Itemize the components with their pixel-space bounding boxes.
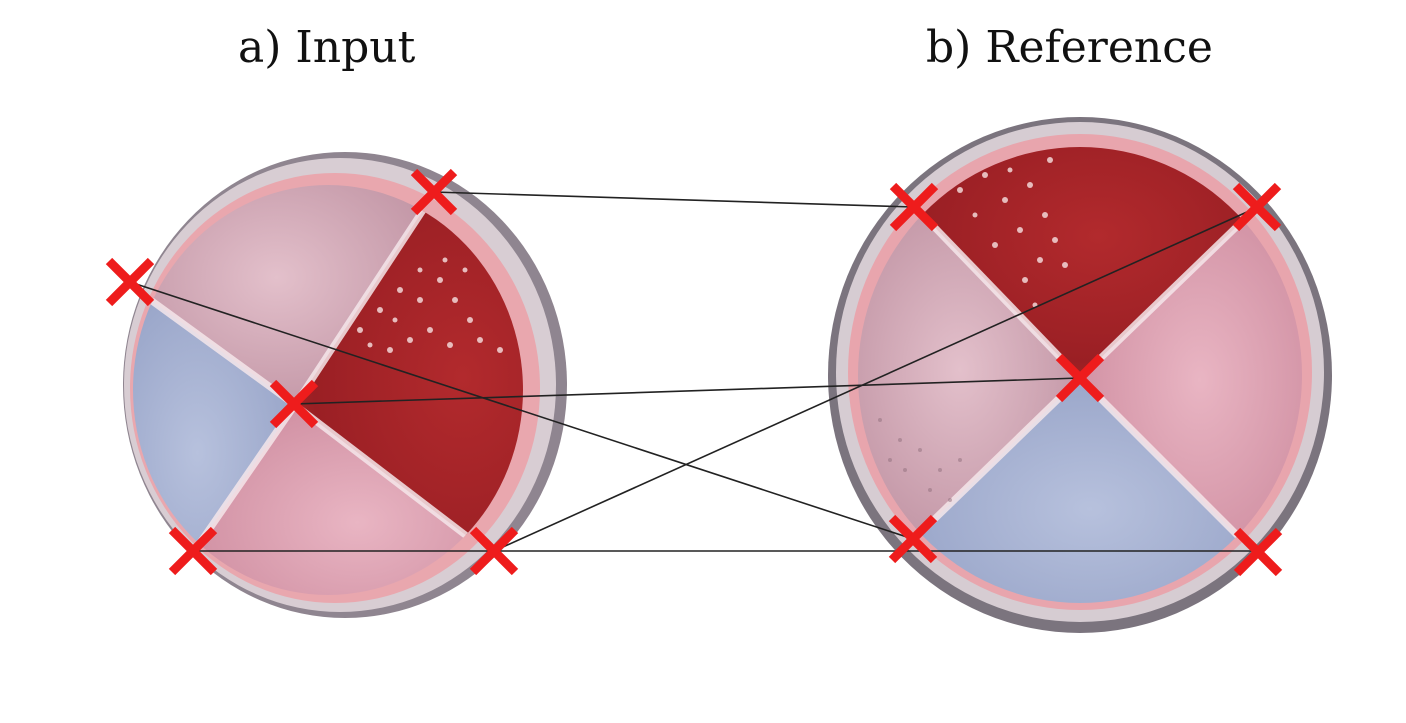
reference-marker-center — [1055, 353, 1105, 403]
reference-marker-bottom-left — [888, 514, 938, 564]
input-marker-left — [105, 257, 155, 307]
reference-dividers — [912, 204, 1260, 558]
reference-blood-agar-quadrant — [900, 147, 1260, 378]
reference-pink-agar-quadrant — [1080, 200, 1302, 560]
reference-panel-title: b) Reference — [926, 22, 1213, 73]
input-dividers — [133, 193, 488, 553]
reference-colonies — [957, 157, 1068, 308]
reference-blue-agar-quadrant — [900, 378, 1280, 603]
reference-marker-bottom-right — [1233, 527, 1283, 577]
input-blood-agar-quadrant — [295, 195, 523, 595]
reference-marker-top-left — [889, 182, 939, 232]
match-line-1 — [432, 191, 914, 208]
input-colonies — [357, 257, 503, 353]
reference-mauve-quadrant — [858, 200, 1080, 540]
match-line-5 — [493, 206, 1259, 552]
keypoint-markers — [105, 168, 1283, 577]
input-panel-title: a) Input — [238, 22, 416, 73]
match-line-2 — [129, 281, 914, 540]
match-line-3 — [293, 377, 1081, 405]
input-marker-center — [269, 379, 319, 429]
reference-marker-top-right — [1232, 182, 1282, 232]
input-marker-bottom-right — [469, 526, 519, 576]
input-marker-top-right — [410, 168, 458, 216]
reference-speckles — [878, 418, 962, 502]
match-lines — [129, 191, 1259, 552]
input-marker-bottom-left — [168, 526, 218, 576]
